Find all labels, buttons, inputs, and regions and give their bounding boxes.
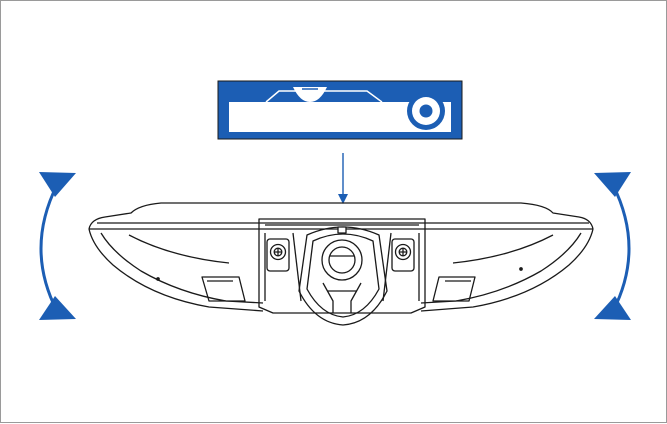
camera-housing bbox=[88, 202, 594, 312]
level-indicator-arrow bbox=[338, 153, 348, 204]
tilt-right-arrow bbox=[594, 172, 631, 320]
level-bubble-icon bbox=[293, 87, 327, 102]
level-hole-icon bbox=[407, 92, 445, 130]
spirit-level bbox=[217, 80, 463, 140]
tilt-left-arrow bbox=[39, 172, 76, 320]
mount-bracket bbox=[258, 218, 426, 326]
